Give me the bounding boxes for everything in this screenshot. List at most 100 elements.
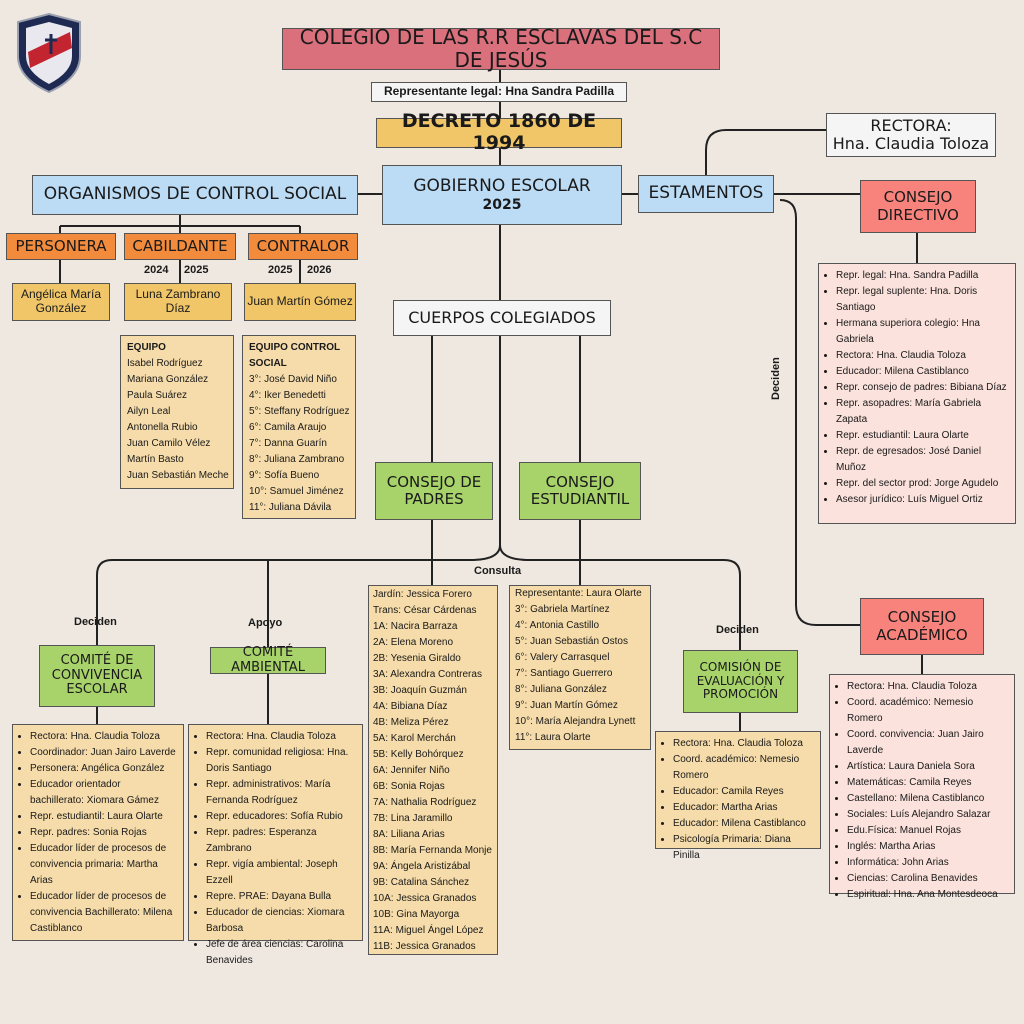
list-item: 3A: Alexandra Contreras [373, 669, 482, 680]
list-item: 9°: Juan Martín Gómez [515, 700, 618, 711]
list-item: Repr. asopadres: María Gabriela Zapata [836, 396, 1009, 428]
list-item: 5°: Juan Sebastián Ostos [515, 636, 628, 647]
list-item: Rectora: Hna. Claudia Toloza [847, 679, 1008, 695]
list-item: Repr. comunidad religiosa: Hna. Doris Sa… [206, 745, 356, 777]
list-item: Repr. legal: Hna. Sandra Padilla [836, 268, 1009, 284]
team-member: Paula Suárez [127, 390, 188, 401]
school-title: COLEGIO DE LAS R.R ESCLAVAS DEL S.C DE J… [282, 26, 720, 72]
team-member: Martín Basto [127, 454, 184, 465]
list-item: Repr. del sector prod: Jorge Agudelo [836, 476, 1009, 492]
list-item: Espiritual: Hna. Ana Montesdeoca [847, 887, 1008, 903]
list-item: 7B: Lina Jaramillo [373, 813, 453, 824]
contralor-team-panel: EQUIPO CONTROL SOCIAL 3°: José David Niñ… [242, 335, 356, 519]
list-item: 2B: Yesenia Giraldo [373, 653, 461, 664]
list-item: Jefe de área ciencias: Carolina Benavide… [206, 937, 356, 969]
team-member: 11°: Juliana Dávila [249, 502, 332, 513]
list-item: 9A: Ángela Aristizábal [373, 861, 471, 872]
list-item: Repr. de egresados: José Daniel Muñoz [836, 444, 1009, 476]
contralor-year-end: 2026 [307, 264, 332, 276]
list-item: Coordinador: Juan Jairo Laverde [30, 745, 177, 761]
list-item: 9B: Catalina Sánchez [373, 877, 470, 888]
cuerpos-colegiados-box: CUERPOS COLEGIADOS [393, 300, 611, 336]
list-item: 11A: Miguel Ángel López [373, 925, 484, 936]
list-item: Educador: Milena Castiblanco [673, 816, 814, 832]
list-item: 7A: Nathalia Rodríguez [373, 797, 477, 808]
team-member: Juan Sebastián Meche [127, 470, 229, 481]
list-item: Asesor jurídico: Luís Miguel Ortiz [836, 492, 1009, 508]
list-item: Educador: Camila Reyes [673, 784, 814, 800]
label-deciden-convivencia: Deciden [74, 616, 117, 628]
list-item: 3B: Joaquín Guzmán [373, 685, 467, 696]
list-item: 10°: María Alejandra Lynett [515, 716, 636, 727]
list-item: Ciencias: Carolina Benavides [847, 871, 1008, 887]
consejo-estudiantil-box: CONSEJO ESTUDIANTIL [519, 462, 641, 520]
comision-evaluacion-box: COMISIÓN DE EVALUACIÓN Y PROMOCIÓN [683, 650, 798, 713]
list-item: 10A: Jessica Granados [373, 893, 477, 904]
list-item: Artística: Laura Daniela Sora [847, 759, 1008, 775]
list-item: Repr. legal suplente: Hna. Doris Santiag… [836, 284, 1009, 316]
team-member: Juan Camilo Vélez [127, 438, 211, 449]
list-item: Repr. estudiantil: Laura Olarte [30, 809, 177, 825]
label-deciden-evaluacion: Deciden [716, 624, 759, 636]
list-item: 6°: Valery Carrasquel [515, 652, 610, 663]
team-member: 6°: Camila Araujo [249, 422, 327, 433]
list-item: 10B: Gina Mayorga [373, 909, 460, 920]
list-item: Repre. PRAE: Dayana Bulla [206, 889, 356, 905]
team-member: 4°: Iker Benedetti [249, 390, 326, 401]
consejo-directivo-panel: Repr. legal: Hna. Sandra PadillaRepr. le… [818, 263, 1016, 524]
list-item: Educador líder de procesos de convivenci… [30, 841, 177, 889]
label-apoyo: Apoyo [248, 617, 283, 629]
team-member: 3°: José David Niño [249, 374, 337, 385]
list-item: Repr. educadores: Sofía Rubio [206, 809, 356, 825]
list-item: 11°: Laura Olarte [515, 732, 591, 743]
consejo-academico-panel: Rectora: Hna. Claudia TolozaCoord. acadé… [829, 674, 1015, 900]
list-item: Repr. estudiantil: Laura Olarte [836, 428, 1009, 444]
contralor-year-start: 2025 [268, 264, 293, 276]
contralor-name: Juan Martín Gómez [244, 283, 356, 321]
team-member: Isabel Rodríguez [127, 358, 203, 369]
team-member: Mariana González [127, 374, 209, 385]
comite-convivencia-box: COMITÉ DE CONVIVENCIA ESCOLAR [39, 645, 155, 707]
consejo-padres-box: CONSEJO DE PADRES [375, 462, 493, 520]
list-item: Inglés: Martha Arias [847, 839, 1008, 855]
list-item: 6B: Sonia Rojas [373, 781, 445, 792]
personera-label: PERSONERA [6, 233, 116, 260]
team-member: 10°: Samuel Jiménez [249, 486, 344, 497]
list-item: 11B: Jessica Granados [373, 941, 476, 952]
organismos-box: ORGANISMOS DE CONTROL SOCIAL [32, 175, 358, 215]
gobierno-year: 2025 [482, 196, 522, 213]
list-item: Educador de ciencias: Xiomara Barbosa [206, 905, 356, 937]
team-member: 5°: Steffany Rodríguez [249, 406, 350, 417]
list-item: Educador orientador bachillerato: Xiomar… [30, 777, 177, 809]
list-item: Informática: John Arias [847, 855, 1008, 871]
list-item: Educador: Milena Castiblanco [836, 364, 1009, 380]
consejo-directivo-box: CONSEJO DIRECTIVO [860, 180, 976, 233]
cabildante-year-end: 2025 [184, 264, 209, 276]
list-item: Jardín: Jessica Forero [373, 589, 472, 600]
estamentos-box: ESTAMENTOS [638, 175, 774, 213]
team-member: Ailyn Leal [127, 406, 171, 417]
cabildante-name: Luna Zambrano Díaz [124, 283, 232, 321]
list-item: Trans: César Cárdenas [373, 605, 477, 616]
school-crest-logo [17, 12, 81, 94]
contralor-label: CONTRALOR [248, 233, 358, 260]
list-item: 8A: Liliana Arias [373, 829, 445, 840]
comision-evaluacion-panel: Rectora: Hna. Claudia TolozaCoord. acadé… [655, 731, 821, 861]
list-item: Personera: Angélica González [30, 761, 177, 777]
list-item: 8B: María Fernanda Monje [373, 845, 492, 856]
rectora-box: RECTORA: Hna. Claudia Toloza [826, 113, 996, 157]
list-item: Repr. padres: Sonia Rojas [30, 825, 177, 841]
legal-representative: Representante legal: Hna Sandra Padilla [371, 82, 627, 102]
list-item: Repr. consejo de padres: Bibiana Díaz [836, 380, 1009, 396]
list-item: Repr. padres: Esperanza Zambrano [206, 825, 356, 857]
list-item: Representante: Laura Olarte [515, 588, 642, 599]
list-item: Hermana superiora colegio: Hna Gabriela [836, 316, 1009, 348]
list-item: 4A: Bibiana Díaz [373, 701, 448, 712]
comite-ambiental-box: COMITÉ AMBIENTAL [210, 645, 326, 674]
comite-convivencia-panel: Rectora: Hna. Claudia TolozaCoordinador:… [12, 724, 184, 941]
consejo-academico-box: CONSEJO ACADÉMICO [860, 598, 984, 655]
list-item: Educador líder de procesos de convivenci… [30, 889, 177, 937]
team-member: 7°: Danna Guarín [249, 438, 327, 449]
list-item: 8°: Juliana González [515, 684, 607, 695]
